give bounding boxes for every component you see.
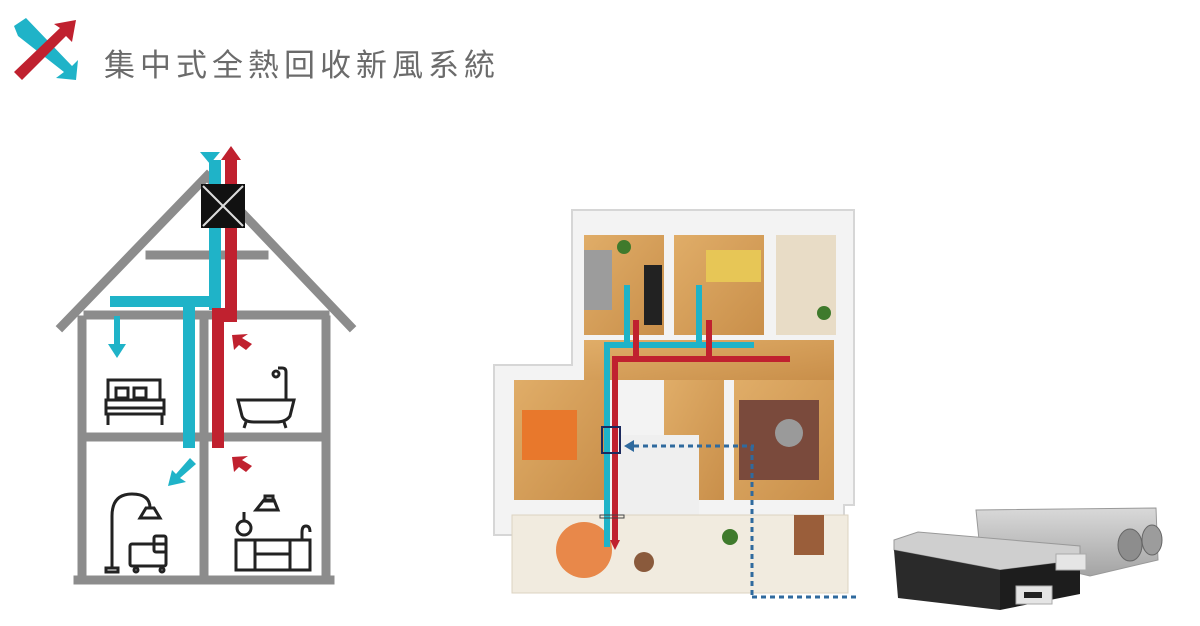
ventilation-unit-marker-icon bbox=[601, 426, 621, 454]
house-ventilation-diagram bbox=[55, 146, 357, 585]
bed-icon bbox=[104, 378, 166, 425]
heat-exchanger-icon bbox=[201, 184, 245, 228]
hrv-unit-icon bbox=[893, 507, 1163, 610]
kitchen-range-hood-icon bbox=[234, 494, 312, 572]
page-title: 集中式全熱回收新風系統 bbox=[104, 48, 500, 84]
bathtub-icon bbox=[236, 366, 296, 429]
apartment-floor-plan bbox=[493, 209, 860, 599]
crossed-arrows-logo-icon bbox=[14, 18, 78, 80]
floor-lamp-armchair-icon bbox=[104, 492, 168, 574]
